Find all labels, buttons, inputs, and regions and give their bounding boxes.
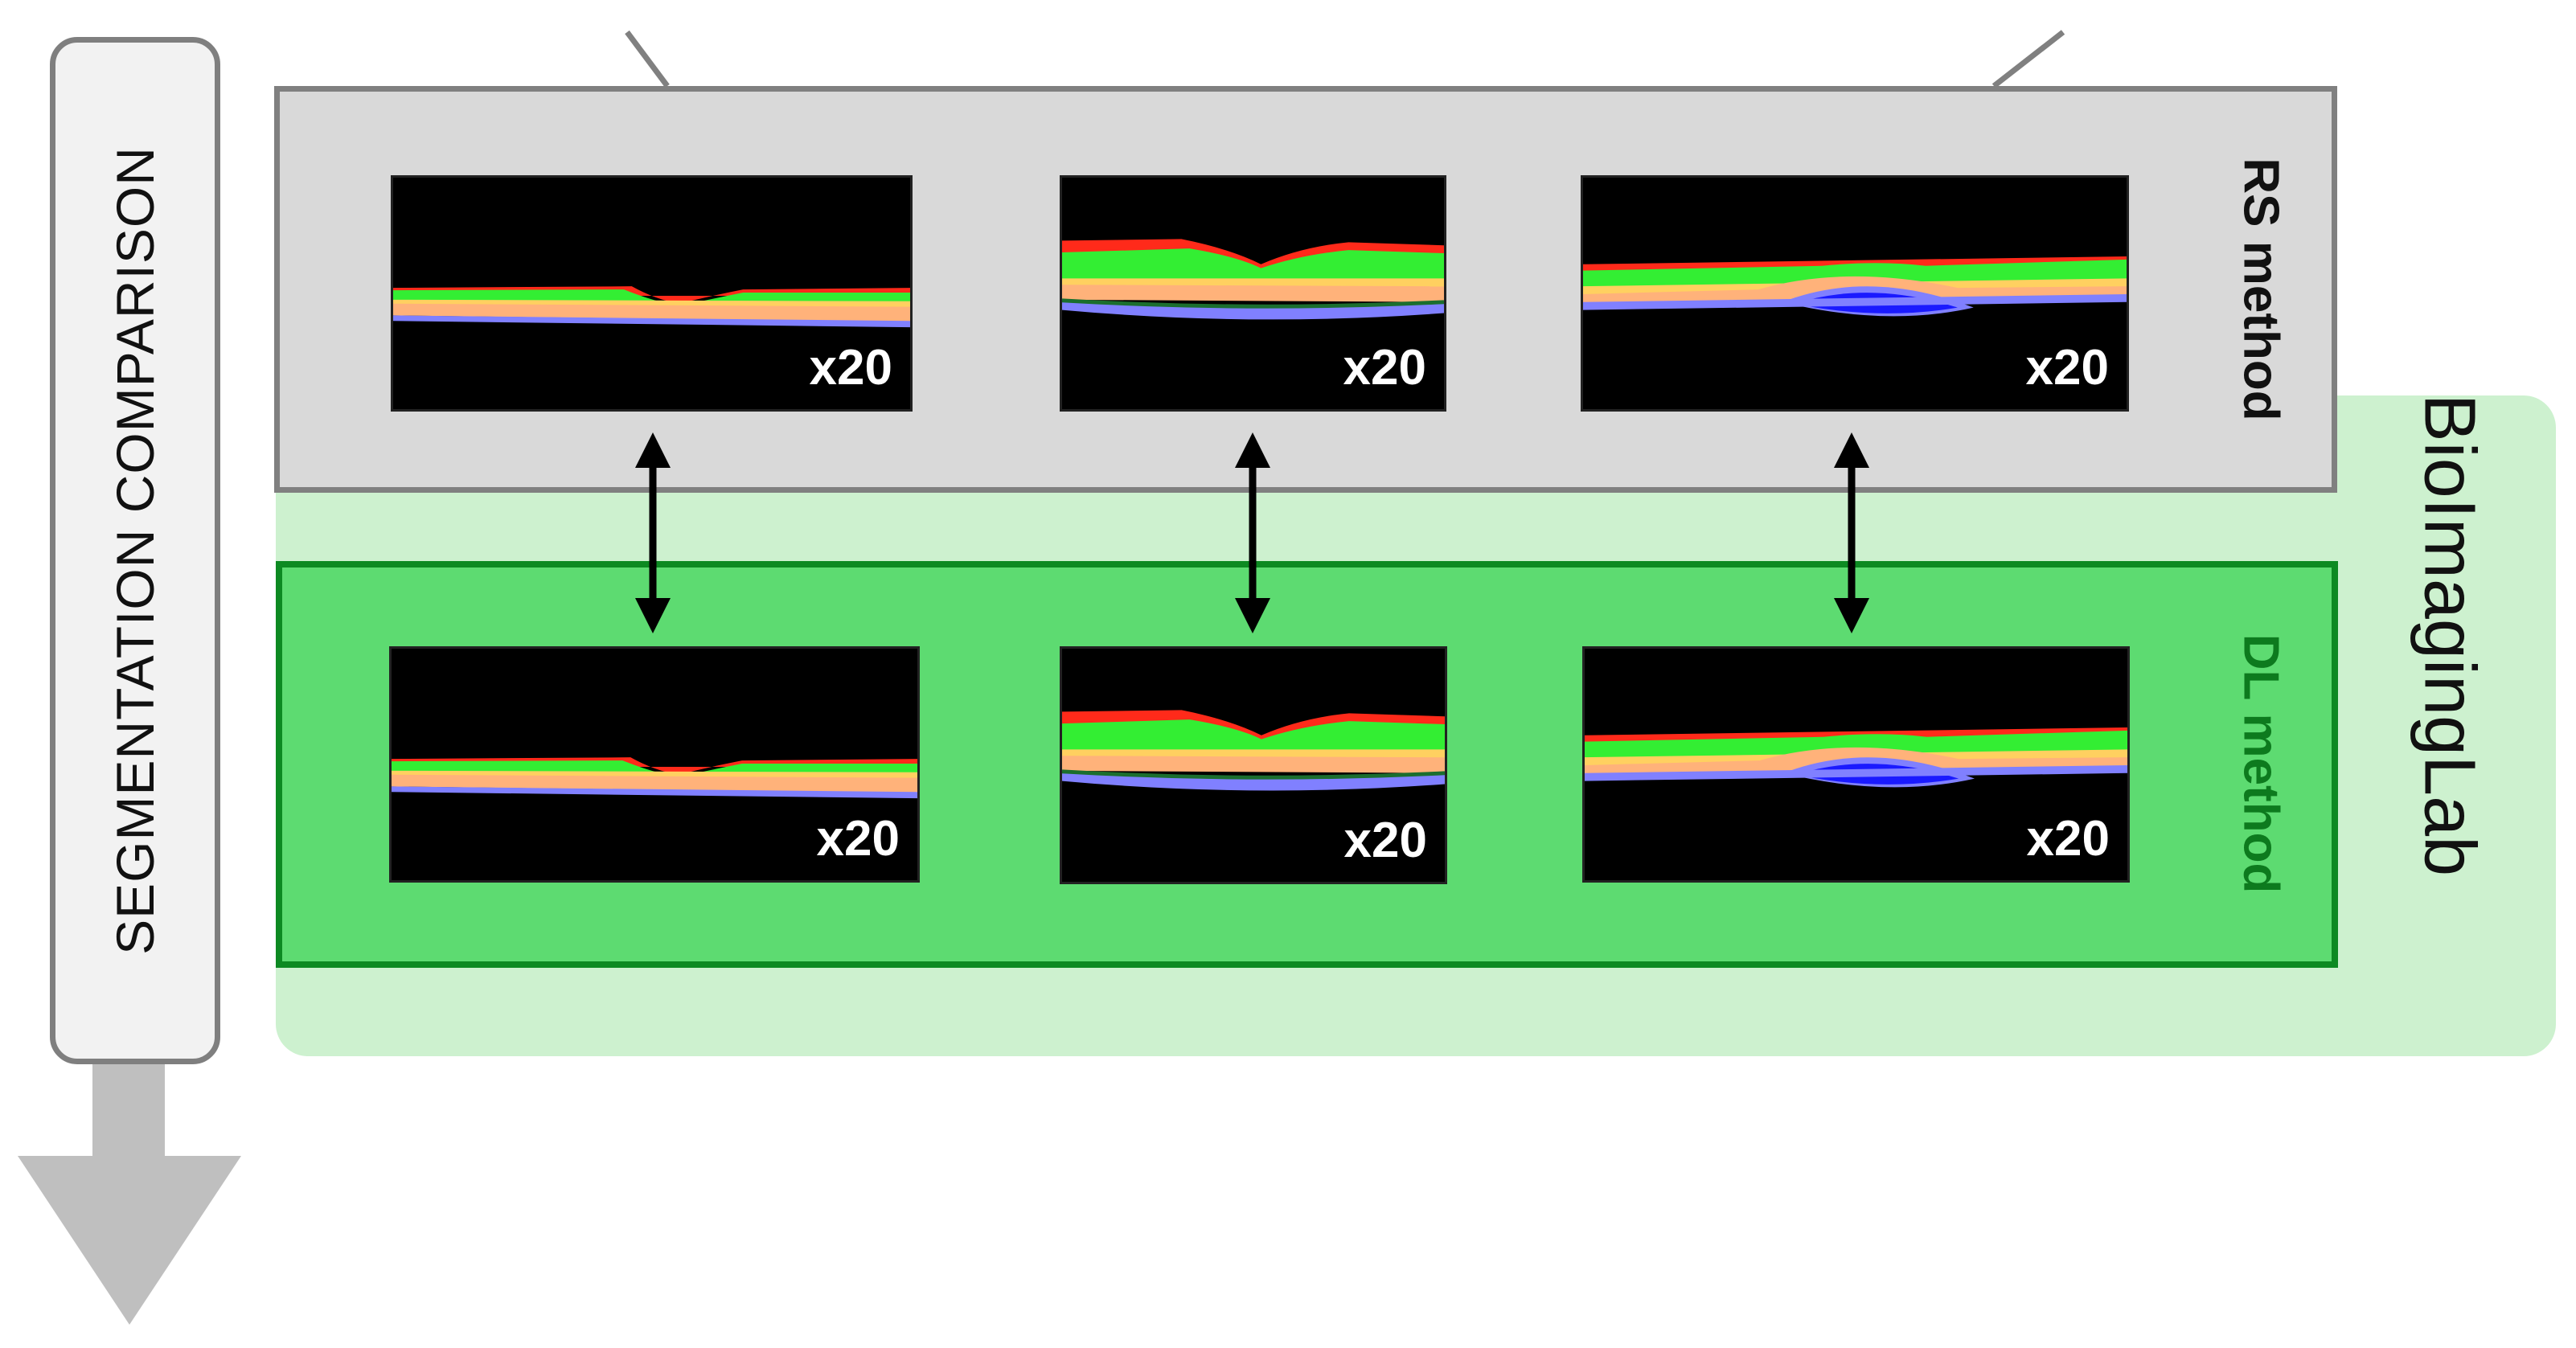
zoom-label: x20	[816, 811, 900, 867]
zoom-label: x20	[809, 340, 892, 395]
zoom-label: x20	[2026, 811, 2110, 867]
comparison-arrow-1	[635, 432, 671, 633]
segmentation-comparison-label: SEGMENTATION COMPARISON	[50, 37, 220, 1064]
zoom-label: x20	[2025, 340, 2109, 395]
comparison-arrow-2	[1235, 432, 1270, 633]
zoom-label: x20	[1343, 340, 1426, 395]
down-arrow-icon	[18, 1061, 241, 1325]
rs-segmentation-image-3: x20	[1581, 175, 2129, 412]
zoom-label: x20	[1343, 813, 1427, 868]
dl-segmentation-image-2: x20	[1060, 646, 1447, 884]
rs-segmentation-image-1: x20	[391, 175, 913, 412]
left-connector-line	[625, 30, 670, 88]
dl-segmentation-image-3: x20	[1582, 646, 2130, 883]
connector-lines	[625, 30, 2065, 88]
right-connector-line	[1991, 30, 2065, 88]
dl-segmentation-image-1: x20	[389, 646, 920, 883]
comparison-arrow-3	[1834, 432, 1869, 633]
rs-segmentation-image-2: x20	[1060, 175, 1446, 412]
